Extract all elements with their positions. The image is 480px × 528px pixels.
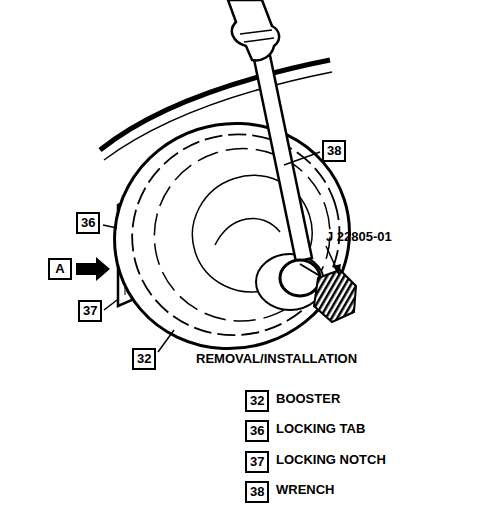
caption: REMOVAL/INSTALLATION bbox=[196, 352, 357, 366]
callout-number: 36 bbox=[76, 212, 100, 234]
callout-number: 38 bbox=[245, 481, 269, 503]
callout-number: 36 bbox=[245, 420, 269, 442]
callout-number: 32 bbox=[132, 348, 156, 370]
callout-number: 37 bbox=[245, 451, 269, 473]
callout-number: 38 bbox=[322, 140, 346, 162]
part-name: LOCKING TAB bbox=[276, 422, 365, 436]
part-name: WRENCH bbox=[276, 483, 335, 497]
view-letter: A bbox=[48, 258, 72, 280]
callout-number: 37 bbox=[78, 300, 102, 322]
part-name: LOCKING NOTCH bbox=[276, 453, 386, 467]
callout-number: 32 bbox=[245, 390, 269, 412]
tool-number: J 22805-01 bbox=[326, 230, 392, 244]
part-name: BOOSTER bbox=[276, 392, 340, 406]
